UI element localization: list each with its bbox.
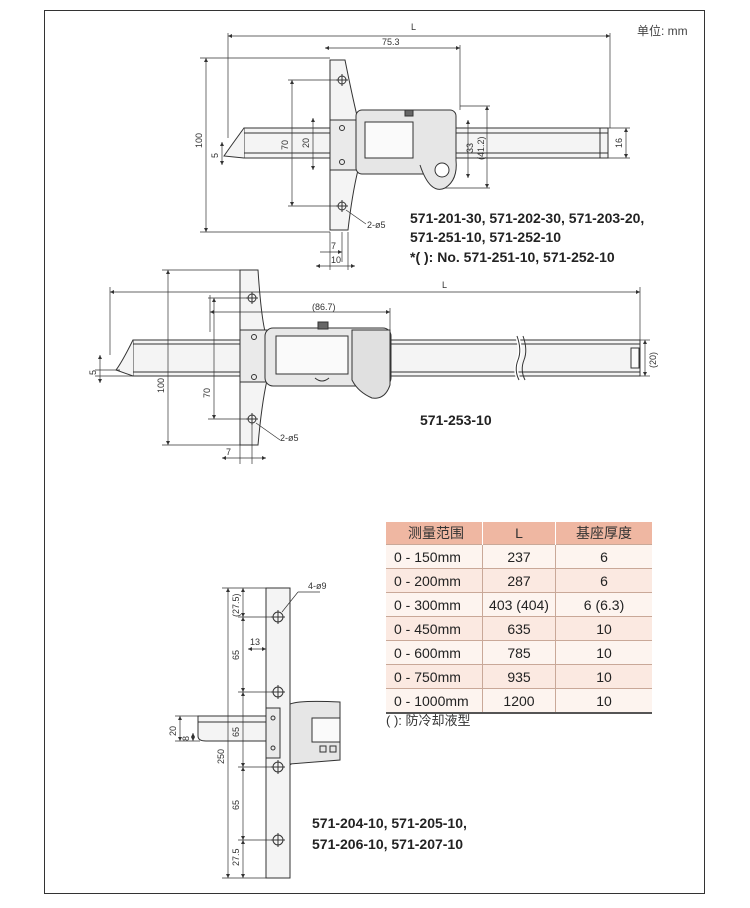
fig3-dim-13: 13 xyxy=(250,637,260,647)
fig1-model-line-2: 571-251-10, 571-252-10 xyxy=(410,229,561,245)
cell-range: 0 - 1000mm xyxy=(386,688,483,714)
cell-range: 0 - 150mm xyxy=(386,544,483,569)
fig3-dim-65-c: 65 xyxy=(231,800,241,810)
fig2-model-label: 571-253-10 xyxy=(420,412,492,428)
fig1-dim-7: 7 xyxy=(331,241,336,251)
cell-length: 785 xyxy=(482,640,556,665)
figure1-caliper xyxy=(223,59,609,231)
fig1-model-line-3: *( ): No. 571-251-10, 571-252-10 xyxy=(410,249,615,265)
cell-range: 0 - 450mm xyxy=(386,616,483,641)
fig1-dim-20: 20 xyxy=(301,138,311,148)
col-range-header: 测量范围 xyxy=(386,522,483,545)
fig1-hook xyxy=(223,127,245,159)
fig3-model-line-1: 571-204-10, 571-205-10, xyxy=(312,815,467,831)
fig1-dim-75-3: 75.3 xyxy=(382,37,400,47)
cell-range: 0 - 600mm xyxy=(386,640,483,665)
cell-length: 287 xyxy=(482,568,556,593)
fig3-model-line-2: 571-206-10, 571-207-10 xyxy=(312,836,463,852)
cell-length: 1200 xyxy=(482,688,556,714)
fig2-dim-86-7: (86.7) xyxy=(312,302,336,312)
cell-thickness: 6 (6.3) xyxy=(555,592,652,617)
fig1-dim-33: 33 xyxy=(465,143,475,153)
figure2-dim-labels: L (86.7) 5 100 70 2-ø5 7 (20) xyxy=(88,280,658,457)
fig1-dim-holes: 2-ø5 xyxy=(367,220,386,230)
cell-length: 403 (404) xyxy=(482,592,556,617)
fig1-dim-L: L xyxy=(411,22,416,32)
col-thickness-header: 基座厚度 xyxy=(555,522,652,545)
fig2-dim-70: 70 xyxy=(202,388,212,398)
figure1-model-labels: 571-201-30, 571-202-30, 571-203-20, 571-… xyxy=(410,210,644,265)
fig3-dim-27-5-bottom: 27.5 xyxy=(231,848,241,866)
fig2-dim-5: 5 xyxy=(88,370,98,375)
unit-label: 单位: mm xyxy=(637,24,688,38)
col-length-header: L xyxy=(482,522,556,545)
figure3-dimensions xyxy=(175,587,320,879)
table-note: ( ): 防冷却液型 xyxy=(386,713,471,728)
spec-table-header: 测量范围 L 基座厚度 xyxy=(386,522,652,545)
drawing-frame xyxy=(44,10,705,894)
figure2-dimensions xyxy=(95,269,650,464)
fig1-dim-5: 5 xyxy=(210,153,220,158)
figure3-model-labels: 571-204-10, 571-205-10, 571-206-10, 571-… xyxy=(312,815,467,852)
figure1-dimensions xyxy=(200,33,630,270)
fig3-dim-65-b: 65 xyxy=(231,727,241,737)
fig1-dim-100: 100 xyxy=(194,133,204,148)
fig1-dim-10: 10 xyxy=(331,255,341,265)
figure1-dim-labels: L 75.3 100 5 70 20 33 (41.2) 16 2-ø5 7 1… xyxy=(194,22,624,265)
figure3-dim-labels: 4-ø9 (27.5) 13 65 20 8 65 250 65 27.5 xyxy=(168,581,327,866)
fig2-dim-20: (20) xyxy=(648,352,658,368)
cell-thickness: 10 xyxy=(555,640,652,665)
cell-thickness: 6 xyxy=(555,544,652,569)
cell-thickness: 10 xyxy=(555,664,652,689)
fig3-dim-65-a: 65 xyxy=(231,650,241,660)
fig1-dim-41-2: (41.2) xyxy=(476,136,486,160)
fig3-dim-20: 20 xyxy=(168,726,178,736)
cell-length: 635 xyxy=(482,616,556,641)
fig2-dim-L: L xyxy=(442,280,447,290)
figure2-caliper xyxy=(115,269,641,446)
fig3-dim-27-5-top: (27.5) xyxy=(231,593,241,617)
figure3-caliper xyxy=(197,587,341,879)
cell-length: 237 xyxy=(482,544,556,569)
fig3-dim-8: 8 xyxy=(181,736,191,741)
fig3-dim-holes: 4-ø9 xyxy=(308,581,327,591)
cell-thickness: 10 xyxy=(555,616,652,641)
fig2-dim-100: 100 xyxy=(156,378,166,393)
fig1-dim-70: 70 xyxy=(280,140,290,150)
fig1-dim-16: 16 xyxy=(614,138,624,148)
cell-thickness: 10 xyxy=(555,688,652,714)
cell-range: 0 - 200mm xyxy=(386,568,483,593)
cell-length: 935 xyxy=(482,664,556,689)
fig2-dim-7: 7 xyxy=(226,447,231,457)
fig2-dim-holes: 2-ø5 xyxy=(280,433,299,443)
fig1-model-line-1: 571-201-30, 571-202-30, 571-203-20, xyxy=(410,210,644,226)
cell-range: 0 - 300mm xyxy=(386,592,483,617)
fig3-dim-250: 250 xyxy=(216,749,226,764)
cell-thickness: 6 xyxy=(555,568,652,593)
cell-range: 0 - 750mm xyxy=(386,664,483,689)
